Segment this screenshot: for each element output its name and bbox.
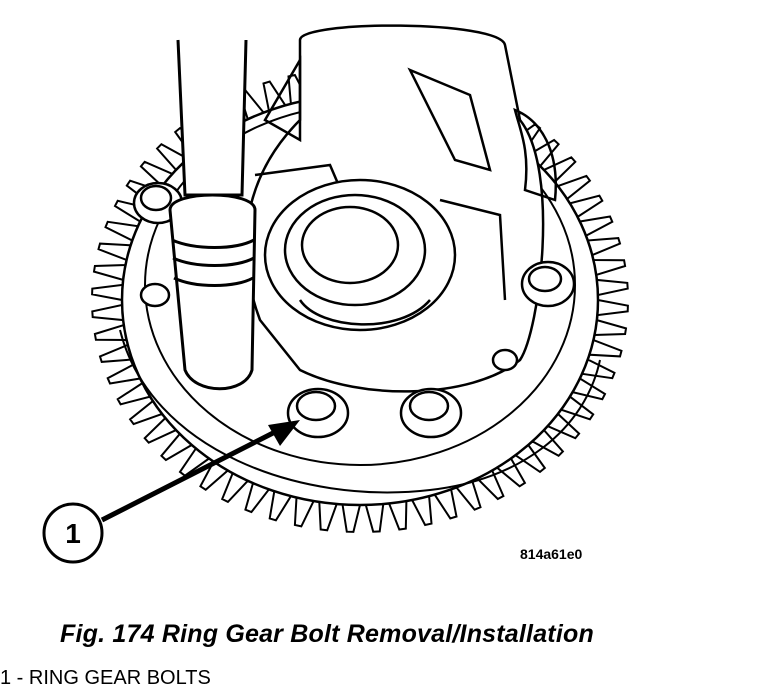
ring-gear-bolt xyxy=(520,260,576,308)
callout-arrow-line xyxy=(100,429,277,523)
ring-gear-bolt xyxy=(399,387,463,439)
callout-circle xyxy=(42,502,104,564)
ring-gear-bolt xyxy=(286,387,350,439)
legend-item: 1 - RING GEAR BOLTS xyxy=(0,667,211,689)
ring-gear-face-edge xyxy=(119,329,601,494)
callout-arrowhead xyxy=(268,420,300,446)
ring-gear-diagram: 1 814a61e0 xyxy=(42,24,629,564)
wrench-extension xyxy=(168,39,257,391)
callout-number: 1 xyxy=(65,518,81,549)
figure-caption: Fig. 174 Ring Gear Bolt Removal/Installa… xyxy=(60,620,594,648)
figure-image-id: 814a61e0 xyxy=(520,546,583,562)
differential-case xyxy=(139,24,558,393)
